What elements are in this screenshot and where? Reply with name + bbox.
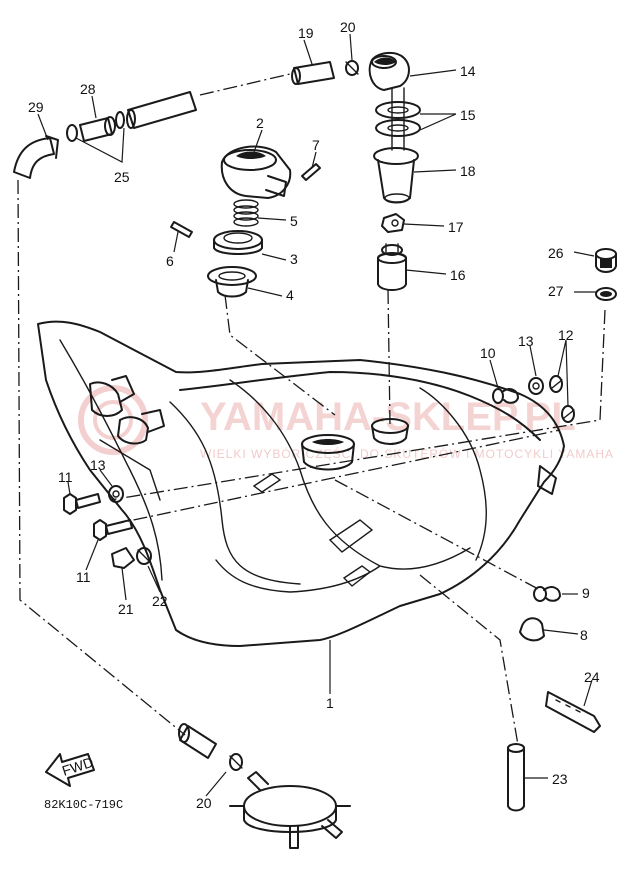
part-15-washers <box>375 87 421 151</box>
part-22-clip <box>136 547 152 565</box>
callout-6: 6 <box>166 253 174 269</box>
watermark-tagline: WIELKI WYBÓR CZĘŚCI DO SKUTERÓW I MOTOCY… <box>200 446 614 461</box>
lower-hose <box>178 723 217 759</box>
callout-10: 10 <box>480 345 496 361</box>
part-11-bolt-lower <box>93 519 133 541</box>
callout-13-left: 13 <box>90 457 106 473</box>
part-14-elbow <box>368 52 410 91</box>
part-20-clip-lower <box>229 753 243 771</box>
part-4-gasket <box>207 266 257 298</box>
callout-9: 9 <box>582 585 590 601</box>
diagram-code: 82K10C-719C <box>44 798 123 812</box>
callout-11-upper: 11 <box>58 469 73 485</box>
callout-24: 24 <box>584 669 600 685</box>
fwd-arrow-icon: FWD <box>45 753 95 787</box>
callout-23: 23 <box>552 771 568 787</box>
part-29-elbow-hose <box>13 135 59 179</box>
callout-20-lower: 20 <box>196 795 212 811</box>
part-8-rubber-damper <box>519 617 545 642</box>
callout-leaders <box>37 33 596 797</box>
part-18-strainer <box>373 147 419 204</box>
callout-4: 4 <box>286 287 294 303</box>
callout-19: 19 <box>298 25 314 41</box>
callout-8: 8 <box>580 627 588 643</box>
callout-25: 25 <box>114 169 130 185</box>
part-19-hose <box>291 61 335 85</box>
part-11-bolt-upper <box>63 493 101 515</box>
callout-26: 26 <box>548 245 564 261</box>
part-6-pin <box>170 221 193 238</box>
part-28-joint-pipe <box>66 111 125 142</box>
part-13-washer-right <box>528 377 544 395</box>
part-2-fuel-cap <box>220 145 292 199</box>
callout-20-top: 20 <box>340 19 356 35</box>
callout-21: 21 <box>118 601 134 617</box>
fuel-pump <box>229 771 351 849</box>
callout-16: 16 <box>450 267 466 283</box>
callout-29: 29 <box>28 99 44 115</box>
part-21-plug <box>111 547 135 569</box>
callout-3: 3 <box>290 251 298 267</box>
part-23-hose <box>507 743 525 812</box>
callout-11-lower: 11 <box>76 569 91 585</box>
part-16-fuel-cock <box>377 243 407 291</box>
callout-15: 15 <box>460 107 476 123</box>
part-17-clamp <box>381 213 405 233</box>
callout-27: 27 <box>548 283 564 299</box>
callout-2: 2 <box>256 115 264 131</box>
part-3-ring <box>213 230 263 255</box>
callout-12: 12 <box>558 327 574 343</box>
callout-22: 22 <box>152 593 168 609</box>
long-hose <box>126 91 197 129</box>
callout-14: 14 <box>460 63 476 79</box>
part-9-clip <box>533 586 561 602</box>
callout-1: 1 <box>326 695 334 711</box>
part-20-clip <box>345 60 359 76</box>
callout-7: 7 <box>312 137 320 153</box>
callout-17: 17 <box>448 219 464 235</box>
part-26-cap-nut <box>595 248 617 273</box>
part-1-fuel-tank <box>37 320 565 647</box>
callout-13-right: 13 <box>518 333 534 349</box>
part-13-washer-left <box>108 485 124 503</box>
callout-18: 18 <box>460 163 476 179</box>
part-27-washer <box>595 287 617 301</box>
part-5-spring <box>233 199 259 227</box>
callout-28: 28 <box>80 81 96 97</box>
callout-5: 5 <box>290 213 298 229</box>
hose-routing-lines <box>17 73 606 746</box>
callout-labels: 29 28 25 19 20 14 15 18 2 7 5 6 3 4 17 1… <box>28 19 600 811</box>
part-7-pin <box>301 163 321 181</box>
part-24-band <box>545 691 601 733</box>
